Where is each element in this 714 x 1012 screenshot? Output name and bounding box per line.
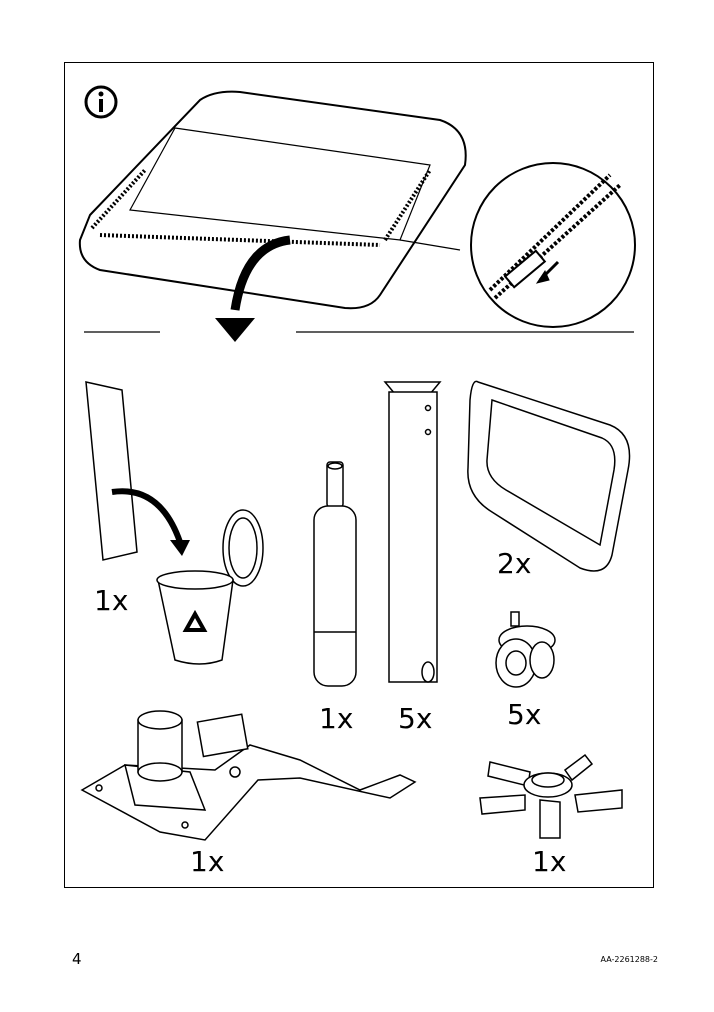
info-icon [84,85,118,119]
qty-gas-cylinder: 1x [319,702,354,735]
qty-caster-wheel: 5x [507,698,542,731]
tilt-mechanism-illustration [80,710,417,841]
qty-frame-ring: 2x [497,547,532,580]
seat-cushion-illustration [78,90,467,310]
illustration-frame [64,62,654,888]
star-base-hub-illustration [479,753,623,839]
zipper-detail-icon [470,162,636,328]
protective-sheet-illustration [85,381,190,561]
recycle-cup-illustration [156,509,264,665]
qty-protective-sheet: 1x [94,584,129,617]
qty-base-leg: 5x [398,702,433,735]
caster-wheel-illustration [495,611,556,688]
remove-cover-arrow-icon [215,235,291,342]
qty-tilt-mechanism: 1x [190,845,225,878]
page-number: 4 [72,950,82,968]
document-code: AA-2261288-2 [600,955,658,964]
qty-star-base-hub: 1x [532,845,567,878]
gas-cylinder-illustration [313,461,357,687]
base-leg-illustration [383,381,442,683]
recycle-icon [182,609,208,632]
frame-ring-illustration [467,380,631,572]
